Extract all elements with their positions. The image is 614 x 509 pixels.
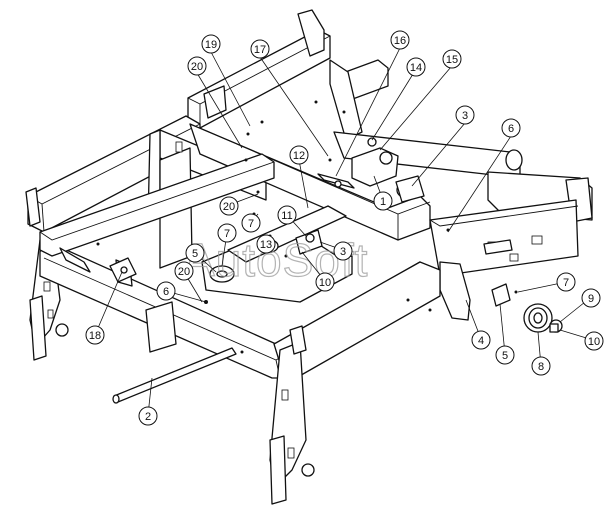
callout-5-center: 5 bbox=[185, 243, 205, 263]
callouts: 19 17 16 15 14 20 3 6 bbox=[85, 30, 604, 426]
callout-label: 16 bbox=[394, 35, 406, 47]
callout-17: 17 bbox=[250, 39, 270, 59]
right-side-plate bbox=[429, 199, 579, 321]
callout-label: 5 bbox=[502, 350, 508, 362]
callout-label: 3 bbox=[462, 110, 468, 122]
callout-7-middle: 7 bbox=[241, 213, 261, 233]
callout-10-right: 10 bbox=[584, 331, 604, 351]
gearbox-assembly bbox=[317, 137, 425, 203]
front-right-beam bbox=[269, 261, 441, 505]
callout-label: 13 bbox=[260, 239, 272, 251]
callout-4: 4 bbox=[471, 330, 491, 350]
callout-3-top: 3 bbox=[455, 105, 475, 125]
callout-label: 18 bbox=[89, 330, 101, 342]
callout-label: 19 bbox=[205, 39, 217, 51]
watermark-text: AutoSoft bbox=[184, 234, 368, 286]
callout-label: 9 bbox=[588, 293, 594, 305]
callout-6-lower: 6 bbox=[156, 281, 176, 301]
callout-label: 15 bbox=[446, 54, 458, 66]
callout-7-right: 7 bbox=[556, 272, 576, 292]
callout-15: 15 bbox=[442, 49, 462, 69]
callout-label: 3 bbox=[340, 246, 346, 258]
callout-19: 19 bbox=[201, 34, 221, 54]
callout-label: 1 bbox=[380, 196, 386, 208]
callout-label: 11 bbox=[281, 210, 292, 222]
callout-5-right: 5 bbox=[495, 345, 515, 365]
callout-20-top: 20 bbox=[187, 56, 207, 76]
callout-label: 17 bbox=[254, 44, 266, 56]
callout-label: 7 bbox=[563, 277, 569, 289]
callout-10-center: 10 bbox=[315, 272, 335, 292]
callout-label: 2 bbox=[145, 411, 151, 423]
callout-9: 9 bbox=[581, 288, 601, 308]
left-support-bracket bbox=[109, 257, 137, 283]
callout-label: 8 bbox=[538, 361, 544, 373]
callout-label: 6 bbox=[508, 123, 514, 135]
callout-12: 12 bbox=[289, 145, 309, 165]
frame-drawing bbox=[25, 9, 593, 505]
callout-6-right: 6 bbox=[501, 118, 521, 138]
center-pulleys bbox=[209, 229, 323, 283]
rear-cross-beam bbox=[187, 9, 331, 129]
callout-8: 8 bbox=[531, 356, 551, 376]
callout-7-center: 7 bbox=[217, 223, 237, 243]
callout-label: 7 bbox=[248, 218, 254, 230]
callout-3-center: 3 bbox=[333, 241, 353, 261]
callout-1: 1 bbox=[373, 191, 393, 211]
callout-11: 11 bbox=[277, 205, 297, 225]
callout-label: 20 bbox=[223, 201, 235, 213]
callout-2: 2 bbox=[138, 406, 158, 426]
callout-20-middle: 20 bbox=[219, 196, 239, 216]
callout-label: 20 bbox=[178, 266, 190, 278]
callout-label: 5 bbox=[192, 248, 198, 260]
middle-transverse-beam bbox=[39, 153, 275, 287]
right-pulley-stack bbox=[491, 283, 563, 333]
callout-label: 12 bbox=[293, 150, 305, 162]
callout-14: 14 bbox=[406, 57, 426, 77]
callout-label: 7 bbox=[224, 228, 230, 240]
long-shaft bbox=[112, 347, 237, 404]
callout-16: 16 bbox=[390, 30, 410, 50]
callout-label: 20 bbox=[191, 61, 203, 73]
callout-18: 18 bbox=[85, 325, 105, 345]
callout-label: 10 bbox=[319, 277, 331, 289]
callout-label: 10 bbox=[588, 336, 600, 348]
callout-label: 4 bbox=[478, 335, 484, 347]
callout-20-lower: 20 bbox=[174, 261, 194, 281]
callout-13: 13 bbox=[256, 234, 276, 254]
callout-label: 6 bbox=[163, 286, 169, 298]
right-rear-bracket bbox=[329, 59, 389, 141]
callout-label: 14 bbox=[410, 62, 422, 74]
